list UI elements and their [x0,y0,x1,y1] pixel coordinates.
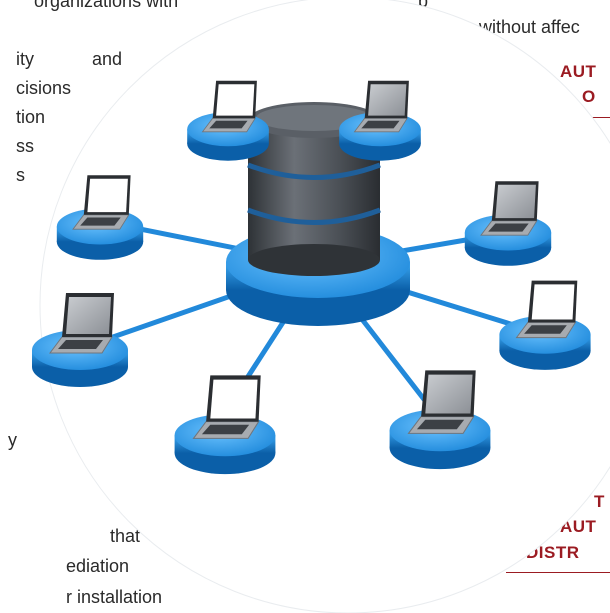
laptop-node-8 [339,80,421,161]
section-heading-2-line-1: T [594,492,605,511]
laptop-node-4 [389,370,491,470]
section-heading-2-rule [506,572,610,573]
laptop-node-1 [56,175,144,260]
section-heading-2-line-3: DISTR [526,543,580,562]
left-text-line-1b: and [92,49,123,69]
left-text-line-1a: ity [16,49,34,69]
left-text-line-9: r installation [66,587,163,607]
left-text-line-8: ediation [66,556,130,576]
section-heading-2-line-2: AUT [560,517,597,536]
laptop-node-7 [187,80,269,161]
left-text-line-6: y [8,430,17,450]
left-text-line-5: s [16,165,25,185]
database-icon [247,102,381,276]
left-text-line-4: ss [16,136,34,156]
left-text-line-3: tion [16,107,46,127]
right-text-line-1: without affec [479,17,580,37]
laptop-node-3 [174,375,276,475]
laptop-node-5 [499,280,591,370]
laptop-node-6 [464,181,552,266]
left-text-line-7: that [110,526,141,546]
section-heading-1-line-2: O [582,87,596,106]
laptop-node-2 [32,293,128,387]
client-nodes [32,80,591,475]
section-heading-1-line-1: AUT [560,62,597,81]
left-text-line-2: cisions [16,78,72,98]
left-text-line-0: organizations with [34,0,179,11]
right-text-line-0: p [418,0,429,11]
